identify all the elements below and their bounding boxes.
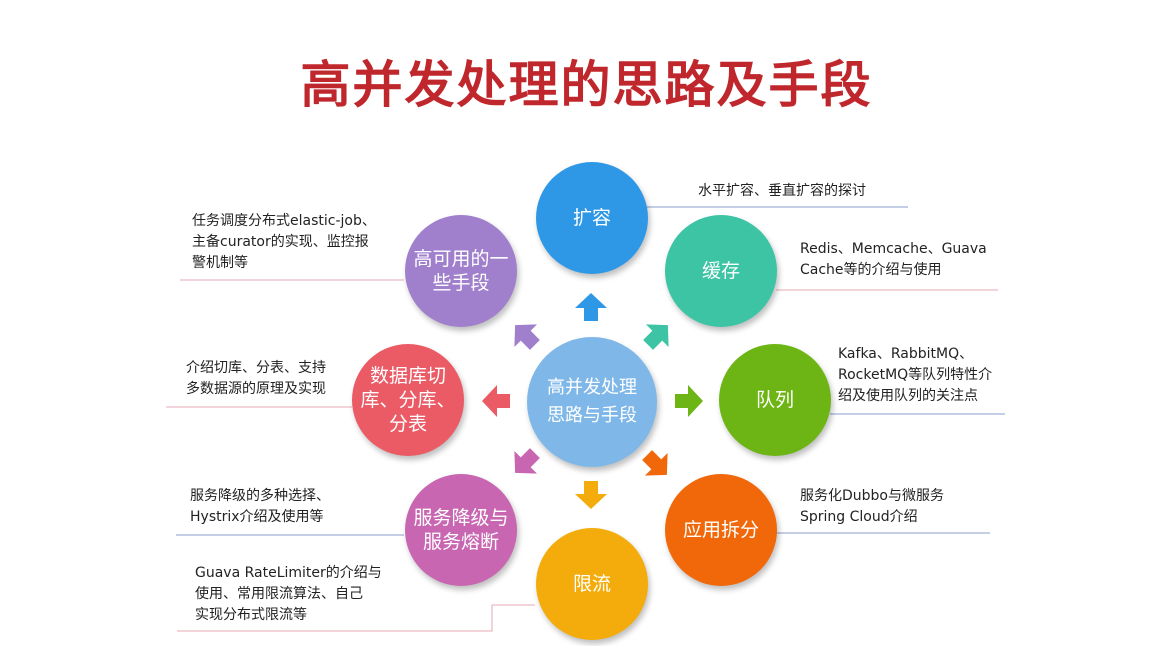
node-db: 数据库切 库、分库、 分表 [352, 344, 464, 456]
line-limit [177, 604, 535, 632]
arrow-right-icon [675, 385, 703, 417]
desc-ha: 任务调度分布式elastic-job、 主备curator的实现、监控报 警机制… [192, 211, 376, 274]
desc-cache-line2: Cache等的介绍与使用 [800, 262, 942, 278]
node-queue-label: 队列 [755, 389, 794, 411]
node-ha: 高可用的一 些手段 [405, 215, 517, 327]
node-queue: 队列 [719, 344, 831, 456]
desc-queue-line1: Kafka、RabbitMQ、 [838, 346, 974, 362]
desc-degrade-line1: 服务降级的多种选择、 [190, 488, 330, 504]
desc-limit-line3: 实现分布式限流等 [195, 607, 307, 623]
arrow-left-icon [482, 385, 510, 417]
desc-ha-line3: 警机制等 [192, 255, 248, 271]
node-expand-label: 扩容 [572, 207, 611, 229]
node-split-label: 应用拆分 [682, 519, 759, 541]
node-cache: 缓存 [665, 215, 777, 327]
desc-expand: 水平扩容、垂直扩容的探讨 [698, 181, 866, 202]
node-degrade-line1: 服务降级与 [413, 507, 509, 529]
desc-queue-line3: 绍及使用队列的关注点 [838, 388, 978, 404]
desc-split-line1: 服务化Dubbo与微服务 [800, 488, 944, 504]
desc-cache: Redis、Memcache、Guava Cache等的介绍与使用 [800, 239, 987, 281]
center-node: 高并发处理 思路与手段 [527, 337, 657, 467]
node-cache-label: 缓存 [701, 260, 740, 282]
desc-split-line2: Spring Cloud介绍 [800, 509, 918, 525]
node-db-line3: 分表 [388, 413, 427, 435]
arrow-down-icon [575, 481, 607, 509]
desc-queue: Kafka、RabbitMQ、 RocketMQ等队列特性介 绍及使用队列的关注… [838, 344, 992, 407]
node-degrade-line2: 服务熔断 [422, 531, 499, 553]
slide-title: 高并发处理的思路及手段 [300, 56, 873, 114]
arrow-downright-icon [642, 450, 668, 476]
arrow-up-icon [575, 293, 607, 321]
desc-split: 服务化Dubbo与微服务 Spring Cloud介绍 [800, 486, 944, 528]
node-expand: 扩容 [536, 162, 648, 274]
node-db-line2: 库、分库、 [360, 389, 456, 411]
node-split: 应用拆分 [665, 474, 777, 586]
desc-degrade-line2: Hystrix介绍及使用等 [190, 509, 324, 525]
center-line2: 思路与手段 [547, 405, 637, 426]
center-line1: 高并发处理 [547, 377, 637, 398]
desc-degrade: 服务降级的多种选择、 Hystrix介绍及使用等 [190, 486, 330, 528]
node-degrade: 服务降级与 服务熔断 [405, 474, 517, 586]
desc-db-line2: 多数据源的原理及实现 [186, 381, 326, 397]
desc-ha-line1: 任务调度分布式elastic-job、 [192, 213, 376, 229]
desc-expand-line1: 水平扩容、垂直扩容的探讨 [698, 183, 866, 199]
node-ha-line2: 些手段 [432, 272, 490, 294]
arrow-upleft-icon [514, 324, 540, 350]
node-limit-label: 限流 [572, 573, 611, 595]
desc-ha-line2: 主备curator的实现、监控报 [192, 234, 369, 250]
desc-limit-line1: Guava RateLimiter的介绍与 [195, 565, 382, 581]
arrow-upright-icon [643, 324, 669, 350]
desc-limit-line2: 使用、常用限流算法、自己 [195, 586, 363, 602]
desc-db-line1: 介绍切库、分表、支持 [186, 360, 326, 376]
desc-cache-line1: Redis、Memcache、Guava [800, 241, 987, 257]
node-db-line1: 数据库切 [369, 365, 446, 387]
node-limit: 限流 [536, 528, 648, 640]
node-ha-line1: 高可用的一 [413, 248, 509, 270]
desc-limit: Guava RateLimiter的介绍与 使用、常用限流算法、自己 实现分布式… [195, 563, 382, 626]
desc-queue-line2: RocketMQ等队列特性介 [838, 367, 993, 383]
desc-db: 介绍切库、分表、支持 多数据源的原理及实现 [186, 358, 326, 400]
arrow-downleft-icon [514, 448, 540, 474]
